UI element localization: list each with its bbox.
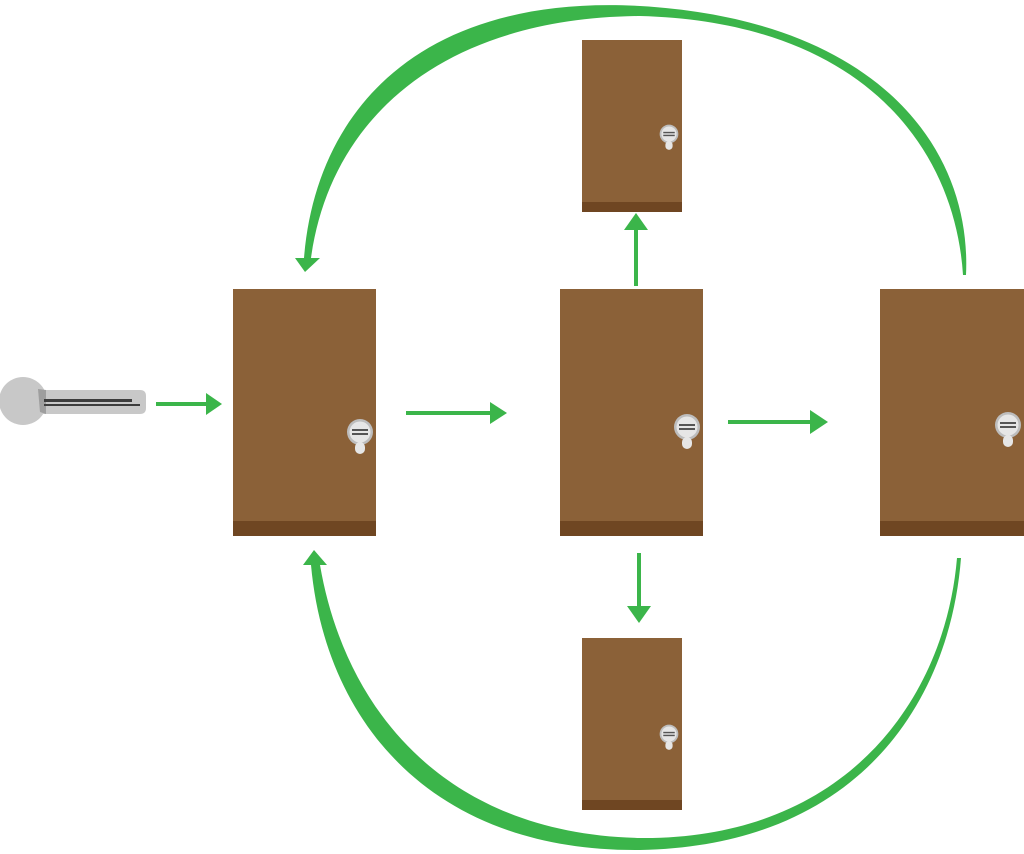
door-top: [582, 40, 682, 212]
arrow-head: [627, 606, 651, 623]
door-hub: [560, 289, 703, 536]
key-bow: [0, 377, 47, 425]
arrow-hub-to-bottom: [627, 553, 651, 623]
arrow-shaft: [637, 553, 641, 608]
arrow-hub-to-top: [624, 213, 648, 286]
door-panel: [233, 289, 376, 536]
arrow-entry-to-hub: [406, 402, 507, 424]
curved-arrow-bottom-head: [303, 550, 327, 565]
door-threshold: [582, 202, 682, 212]
lock-cylinder-icon: [347, 419, 373, 454]
door-entry: [233, 289, 376, 536]
curved-arrow-top: [295, 5, 967, 276]
arrow-head: [810, 410, 828, 434]
curved-arrow-bottom: [303, 550, 961, 851]
key-groove-top: [44, 399, 132, 402]
door-threshold: [582, 800, 682, 810]
door-threshold: [560, 521, 703, 536]
lock-cylinder-icon: [995, 412, 1021, 447]
arrow-head: [206, 393, 222, 415]
arrow-hub-to-right: [728, 410, 828, 434]
key-groove-bottom: [44, 404, 140, 406]
key-shoulder: [38, 389, 46, 414]
lock-cylinder-icon: [659, 124, 679, 150]
arrow-key-to-entry: [156, 393, 222, 415]
arrow-shaft: [728, 420, 812, 424]
key-icon: [0, 377, 146, 425]
door-threshold: [880, 521, 1024, 536]
door-panel: [582, 638, 682, 810]
door-panel: [560, 289, 703, 536]
arrow-shaft: [156, 402, 208, 406]
lock-cylinder-icon: [659, 724, 679, 750]
door-panel: [880, 289, 1024, 536]
door-threshold: [233, 521, 376, 536]
curved-arrow-top-head: [295, 258, 320, 272]
arrow-head: [490, 402, 507, 424]
arrow-shaft: [634, 228, 638, 286]
door-bottom: [582, 638, 682, 810]
lock-cylinder-icon: [674, 414, 700, 449]
door-right: [880, 289, 1024, 536]
arrow-head: [624, 213, 648, 230]
arrow-shaft: [406, 411, 492, 415]
